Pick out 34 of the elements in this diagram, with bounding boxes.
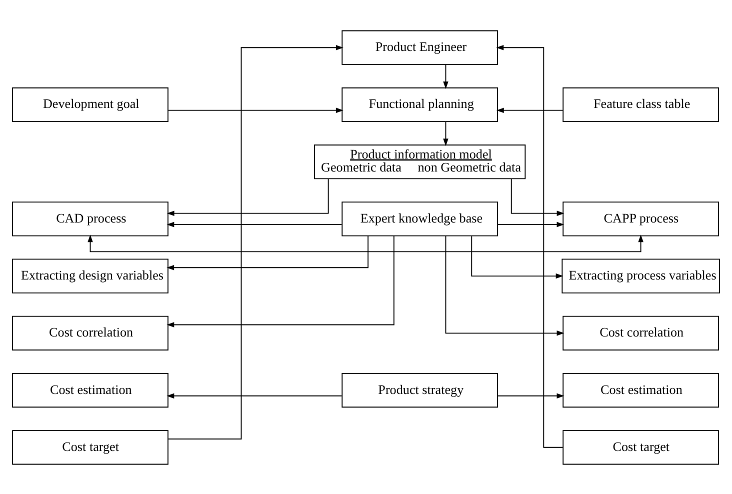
node-box: Feature class table <box>562 86 719 122</box>
arrow <box>497 392 564 398</box>
node-box: Cost correlation <box>12 315 168 350</box>
node-box: Extracting design variables <box>12 258 168 293</box>
node-box: CAPP process <box>562 201 719 236</box>
arrow <box>496 107 564 112</box>
node-box: Extracting process variables <box>562 258 720 293</box>
arrow <box>166 178 329 216</box>
arrow <box>166 221 342 227</box>
arrow <box>166 235 368 270</box>
node-box: Cost estimation <box>12 372 168 408</box>
arrow <box>443 64 448 88</box>
node-box: Expert knowledge base <box>342 201 498 236</box>
arrow <box>88 234 644 252</box>
arrow <box>168 107 344 112</box>
arrow <box>166 392 342 398</box>
node-box: Development goal <box>12 86 168 122</box>
node-box: Product information model Geometric data non Geometric data <box>314 144 526 179</box>
node-box: Product strategy <box>342 372 498 408</box>
node-box: Cost correlation <box>562 315 719 350</box>
arrow <box>166 234 394 327</box>
arrow <box>168 44 344 439</box>
arrow <box>443 120 448 146</box>
node-box: Cost target <box>12 430 168 464</box>
node-box: Product Engineer <box>342 30 498 64</box>
node-box: Functional planning <box>342 86 498 122</box>
arrow <box>445 234 564 336</box>
arrow <box>496 44 564 448</box>
node-box: Cost target <box>562 430 719 464</box>
node-box: CAD process <box>12 201 168 236</box>
arrow <box>510 178 564 216</box>
node-box: Cost estimation <box>562 372 719 408</box>
arrow <box>471 235 564 278</box>
arrow <box>497 221 564 227</box>
